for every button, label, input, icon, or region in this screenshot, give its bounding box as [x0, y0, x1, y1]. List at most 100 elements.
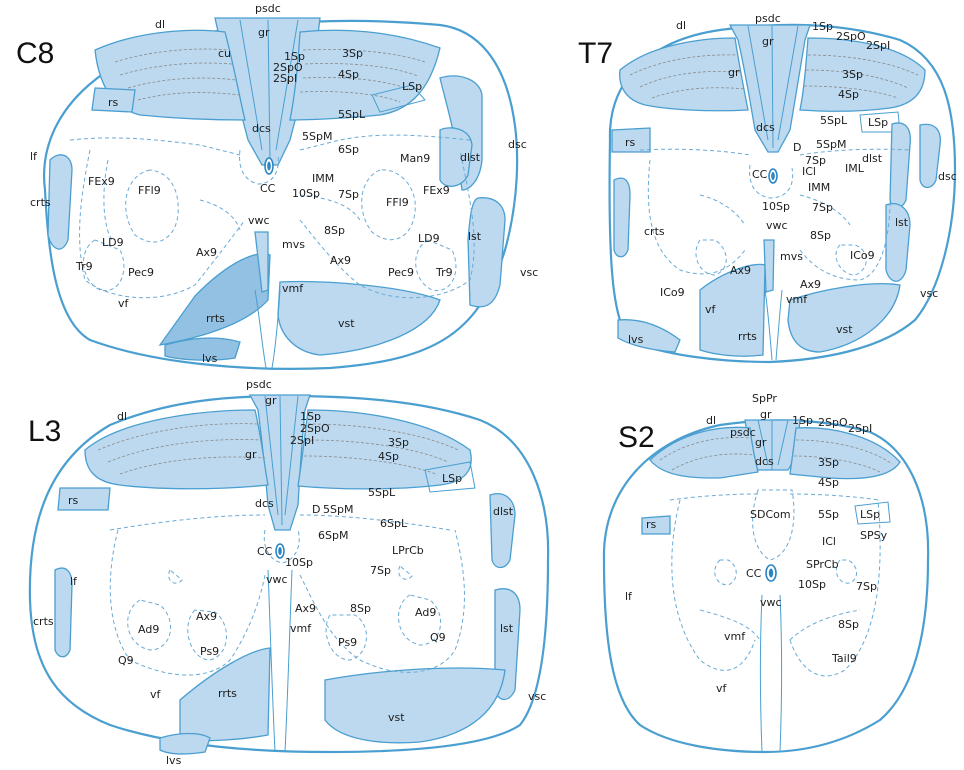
- c8-title: C8: [16, 37, 54, 70]
- l3-label-35: vmf: [290, 622, 312, 635]
- c8-label-40: vmf: [282, 282, 304, 295]
- c8-label-23: 10Sp: [292, 187, 320, 200]
- c8-label-13: 5SpL: [338, 108, 366, 121]
- t7-label-7: 3Sp: [842, 68, 863, 81]
- l3-label-13: D: [312, 503, 320, 516]
- l3-label-25: 8Sp: [350, 602, 371, 615]
- l3-label-28: Ad9: [415, 606, 436, 619]
- t7-label-38: rrts: [738, 330, 757, 343]
- c8-label-21: CC: [260, 182, 276, 195]
- t7-label-27: 8Sp: [810, 229, 831, 242]
- s2-label-1: gr: [760, 408, 772, 421]
- l3-label-4: 2SpO: [300, 422, 330, 435]
- c8-label-5: 2SpO: [273, 61, 303, 74]
- l3-label-15: 6SpL: [380, 517, 408, 530]
- t7-label-24: crts: [644, 225, 665, 238]
- t7-label-5: 2SpI: [866, 39, 890, 52]
- t7-label-18: ICl: [802, 165, 816, 178]
- t7-label-20: CC: [752, 168, 768, 181]
- s2-label-16: SPSy: [860, 529, 888, 542]
- c8-label-16: 6Sp: [338, 143, 359, 156]
- l3-label-26: Ad9: [138, 623, 159, 636]
- c8-label-24: 7Sp: [338, 188, 359, 201]
- c8-label-38: Tr9: [435, 266, 453, 279]
- s2-label-20: 7Sp: [856, 580, 877, 593]
- s2-label-3: psdc: [730, 426, 756, 439]
- l3-title: L3: [28, 415, 61, 448]
- c8-label-37: Pec9: [388, 266, 414, 279]
- l3-label-14: 5SpM: [323, 503, 353, 516]
- c8-label-9: LSp: [402, 80, 422, 93]
- c8-label-6: 2SpI: [273, 72, 297, 85]
- c8-label-41: vsc: [520, 266, 538, 279]
- t7-title: T7: [578, 37, 613, 70]
- c8-label-3: cu: [218, 47, 231, 60]
- s2-label-26: vf: [716, 682, 728, 695]
- t7-label-11: LSp: [868, 116, 888, 129]
- t7-label-35: vf: [705, 303, 717, 316]
- l3-label-34: Q9: [430, 631, 446, 644]
- c8-label-1: psdc: [255, 2, 281, 15]
- l3-label-1: gr: [265, 394, 277, 407]
- s2-label-8: dcs: [755, 455, 774, 468]
- t7-label-17: IML: [845, 162, 865, 175]
- c8-label-12: lf: [30, 150, 38, 163]
- t7-label-23: 7Sp: [812, 201, 833, 214]
- s2-label-15: ICl: [822, 535, 836, 548]
- c8-label-10: rs: [108, 96, 119, 109]
- s2-label-17: SPrCb: [806, 558, 839, 571]
- c8-label-8: 4Sp: [338, 68, 359, 81]
- t7-label-8: 4Sp: [838, 88, 859, 101]
- c8-label-4: 1Sp: [284, 50, 305, 63]
- s2-label-7: gr: [755, 436, 767, 449]
- c8-label-15: 5SpM: [302, 130, 332, 143]
- t7-label-15: 7Sp: [805, 154, 826, 167]
- t7-label-29: ICo9: [850, 249, 875, 262]
- l3-label-33: Ps9: [338, 636, 357, 649]
- t7-label-10: 5SpL: [820, 114, 848, 127]
- c8-label-33: LD9: [418, 232, 440, 245]
- l3-label-31: Q9: [118, 654, 134, 667]
- c8-label-43: rrts: [206, 312, 225, 325]
- s2-label-23: 8Sp: [838, 618, 859, 631]
- l3-label-21: dlst: [493, 505, 514, 518]
- c8-label-28: vwc: [248, 214, 270, 227]
- c8-label-14: dcs: [252, 122, 271, 135]
- l3-label-20: 7Sp: [370, 564, 391, 577]
- l3-label-23: lf: [70, 575, 78, 588]
- s2-label-18: CC: [746, 567, 762, 580]
- t7-label-34: vsc: [920, 287, 938, 300]
- s2-label-2: dl: [706, 414, 716, 427]
- l3-label-0: psdc: [246, 378, 272, 391]
- c8-label-30: 8Sp: [324, 224, 345, 237]
- s2-label-24: vmf: [724, 630, 746, 643]
- t7-label-9: rs: [625, 136, 636, 149]
- t7-label-12: dcs: [756, 121, 775, 134]
- l3-label-18: LPrCb: [392, 544, 424, 557]
- t7-label-22: 10Sp: [762, 200, 790, 213]
- t7-label-16: dlst: [862, 152, 883, 165]
- s2-label-10: 4Sp: [818, 476, 839, 489]
- c8-label-29: mvs: [282, 238, 305, 251]
- l3-label-17: CC: [257, 545, 273, 558]
- c8-label-7: 3Sp: [342, 47, 363, 60]
- l3-label-5: 2SpI: [290, 434, 314, 447]
- s2-label-21: lf: [625, 590, 633, 603]
- c8-label-17: Man9: [400, 152, 430, 165]
- s2-label-13: LSp: [860, 508, 880, 521]
- l3-label-2: dl: [117, 410, 127, 423]
- l3-label-22: vwc: [266, 573, 288, 586]
- c8-label-36: Ax9: [330, 254, 351, 267]
- s2-label-19: 10Sp: [798, 578, 826, 591]
- t7-label-4: 2SpO: [836, 30, 866, 43]
- panel-c8: dl psdc gr cu 1Sp 2SpO 2SpI 3Sp 4Sp LSp …: [16, 2, 538, 370]
- c8-label-42: vf: [118, 297, 130, 310]
- c8-label-22: IMM: [312, 172, 334, 185]
- t7-label-1: psdc: [755, 12, 781, 25]
- l3-label-39: vst: [388, 711, 405, 724]
- c8-label-44: vst: [338, 317, 355, 330]
- l3-label-7: 4Sp: [378, 450, 399, 463]
- s2-label-14: rs: [646, 518, 657, 531]
- l3-label-6: 3Sp: [388, 436, 409, 449]
